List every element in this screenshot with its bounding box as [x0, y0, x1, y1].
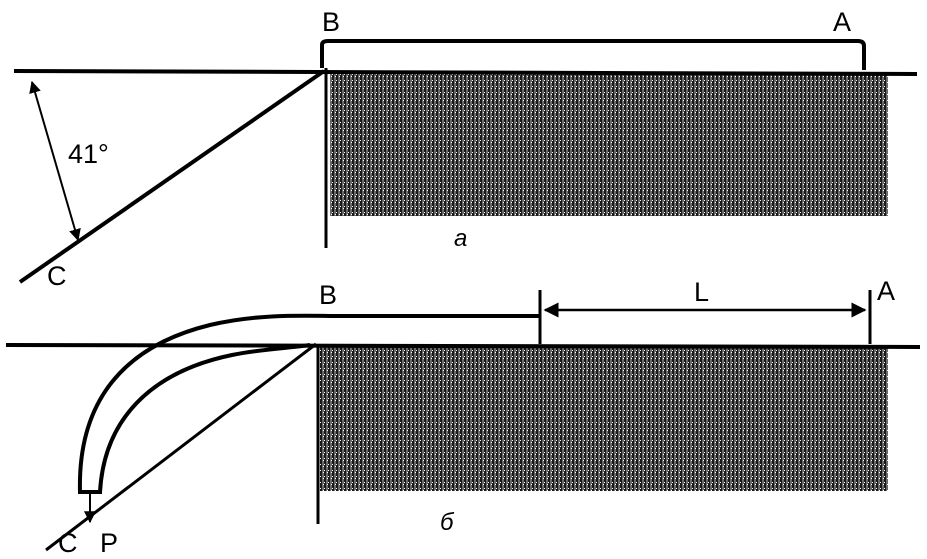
panel-a: 41° B A C а — [13, 7, 918, 291]
ground-surface-a — [13, 69, 918, 76]
caption-a: а — [454, 225, 467, 252]
bent-rod-inner — [98, 343, 311, 493]
label-b-b: B — [319, 280, 337, 310]
angle-arrow-a — [29, 80, 81, 242]
segment-ab-a — [320, 39, 866, 70]
ground-hatch-a — [330, 74, 888, 216]
angle-label: 41° — [68, 139, 109, 169]
label-p: P — [100, 528, 118, 558]
incline-line-b — [45, 342, 317, 552]
label-c-a: C — [47, 261, 67, 291]
caption-b: б — [440, 509, 455, 536]
panel-b: L B A C P б — [5, 276, 921, 558]
incline-line-a — [18, 69, 326, 284]
label-a-a: A — [833, 7, 851, 37]
label-a-b: A — [877, 276, 895, 306]
label-c-b: C — [58, 528, 78, 558]
label-b-a: B — [322, 7, 340, 37]
bent-rod-outer — [77, 313, 540, 493]
ground-surface-b — [5, 343, 921, 349]
ground-hatch-b — [320, 347, 888, 491]
label-l: L — [694, 277, 709, 307]
